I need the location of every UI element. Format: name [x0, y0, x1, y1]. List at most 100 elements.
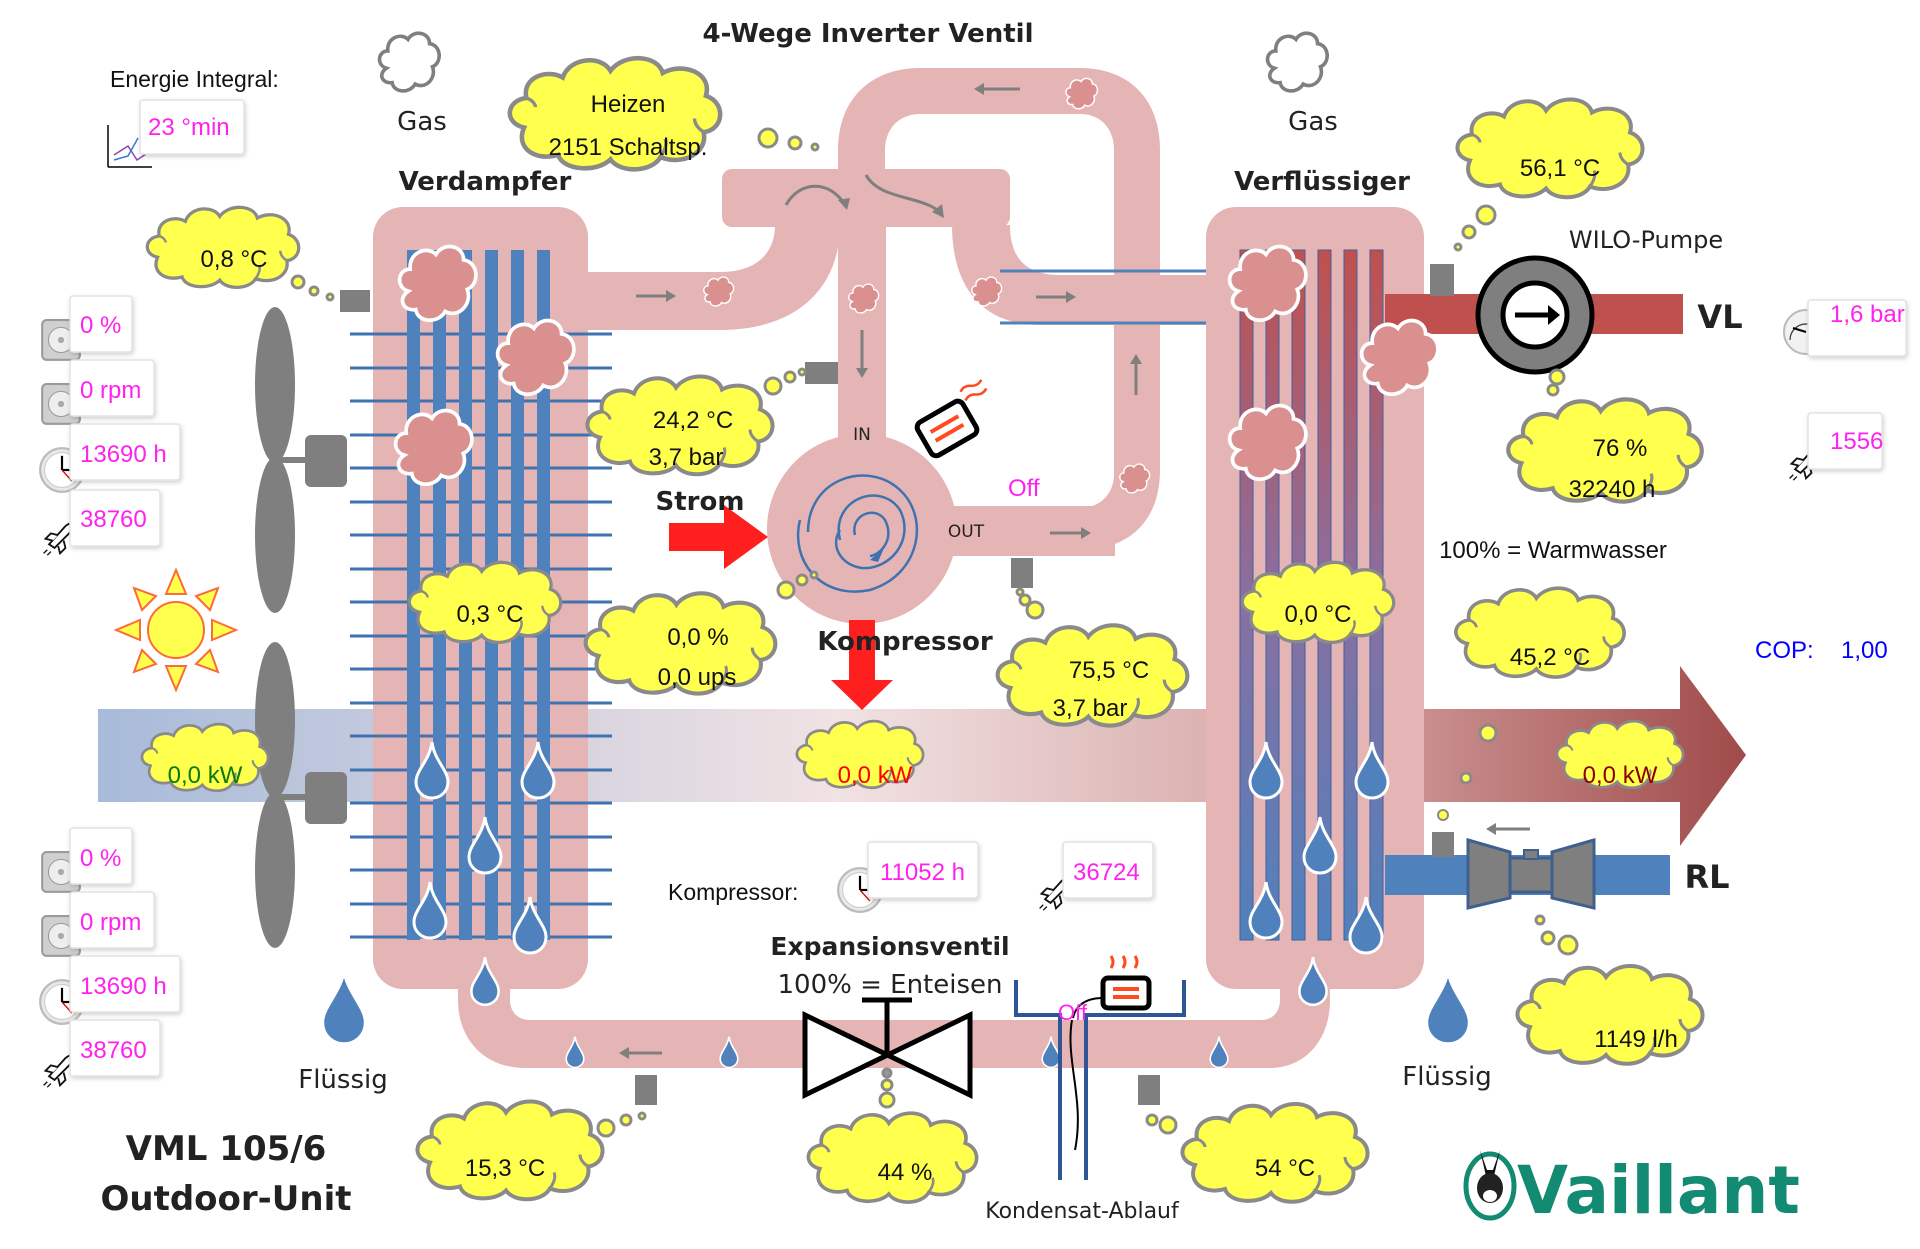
cop-label: COP:	[1755, 637, 1814, 664]
four-way-valve-label: 4-Wege Inverter Ventil	[702, 19, 1033, 49]
energy-integral-value: 23 °min	[148, 114, 230, 141]
energy-integral-widget[interactable]: 23 °min	[107, 99, 245, 168]
compressor-inlet-pressure-value: 3,7 bar	[649, 444, 724, 471]
pump-hours-value: 32240 h	[1569, 476, 1656, 503]
fan2-hours-value: 13690 h	[80, 973, 167, 1000]
unit-title: Outdoor-Unit	[100, 1179, 351, 1219]
crankcase-heater-icon	[914, 379, 988, 459]
cloud-eev	[806, 1067, 979, 1204]
gas-label-left: Gas	[397, 107, 447, 137]
compressor-down-arrow	[831, 620, 893, 710]
cloud-mode	[510, 58, 820, 169]
pump-power-value: 76 %	[1593, 435, 1648, 462]
mode-value: Heizen	[591, 91, 666, 118]
fan2-starts-widget[interactable]: 38760	[42, 1019, 161, 1089]
flow-temp-value: 56,1 °C	[1520, 155, 1600, 182]
cloud-compressor-outlet	[998, 587, 1188, 726]
condenser-temp-value: 0,0 °C	[1285, 601, 1352, 628]
condensate-label: Kondensat-Ablauf	[985, 1199, 1180, 1224]
crankcase-heater-status: Off	[1008, 475, 1040, 502]
condenser-label: Verflüssiger	[1234, 167, 1410, 197]
liquid-label-right: Flüssig	[1402, 1062, 1491, 1092]
pump-label: WILO-Pumpe	[1569, 226, 1723, 254]
gas-cloud-left-icon	[380, 33, 440, 91]
temperature-sensors	[340, 290, 1160, 1105]
cloud-pump	[1508, 368, 1701, 502]
fan-upper-icon	[255, 307, 347, 613]
fan1-starts-widget[interactable]: 38760	[42, 489, 161, 557]
evaporator-label: Verdampfer	[399, 167, 572, 197]
compressor-outlet-pressure-value: 3,7 bar	[1053, 695, 1128, 722]
compressor-starts-value: 36724	[1073, 859, 1140, 886]
expansion-valve-label: Expansionsventil	[770, 932, 1009, 961]
fan2-percent-value: 0 %	[80, 845, 121, 872]
model-title: VML 105/6	[126, 1129, 327, 1169]
fan1-starts-value: 38760	[80, 506, 147, 533]
gas-cloud-right-icon	[1268, 33, 1328, 91]
power-label: Strom	[656, 487, 745, 517]
cloud-compressor-inlet	[587, 367, 807, 474]
vaillant-logo: Vaillant	[1463, 1150, 1800, 1229]
flow-arrows	[619, 83, 1142, 1059]
switch-count-value: 2151 Schaltsp.	[549, 134, 708, 161]
env-power-value: 0,0 kW	[168, 762, 243, 789]
cloud-outdoor-temp	[147, 207, 335, 302]
cloud-condenser-outlet	[1145, 1104, 1368, 1202]
fan2-hours-widget[interactable]: 13690 h	[39, 955, 181, 1025]
cop-value: 1,00	[1841, 637, 1888, 664]
fan1-percent-widget[interactable]: 0 %	[41, 295, 133, 361]
gas-label-right: Gas	[1288, 107, 1338, 137]
evaporator-temp-value: 0,3 °C	[457, 601, 524, 628]
cloud-flow-temp	[1453, 99, 1643, 252]
fan2-percent-widget[interactable]: 0 %	[41, 827, 133, 893]
sun-icon	[113, 567, 239, 693]
pump-starts-value: 1556	[1830, 428, 1883, 455]
hare-icon	[1477, 1150, 1503, 1203]
cloud-compressor-speed	[586, 570, 819, 694]
expansion-valve-icon[interactable]	[802, 997, 973, 1099]
water-pressure-widget[interactable]: 1,6 bar	[1783, 299, 1907, 357]
liquid-label-left: Flüssig	[298, 1065, 387, 1095]
compressor-in-label: IN	[853, 425, 871, 445]
flow-label: VL	[1697, 298, 1742, 336]
compressor-speed-ups-value: 0,0 ups	[658, 664, 737, 691]
compressor-hours-widget[interactable]: 11052 h	[837, 841, 979, 913]
compressor-out-label: OUT	[948, 522, 985, 542]
power-arrow	[669, 505, 768, 569]
fan1-hours-widget[interactable]: 13690 h	[39, 423, 181, 493]
dhw-note: 100% = Warmwasser	[1439, 537, 1667, 564]
water-pressure-value: 1,6 bar	[1830, 301, 1905, 328]
fan2-starts-value: 38760	[80, 1037, 147, 1064]
chart-icon	[107, 125, 152, 168]
flow-meter-icon[interactable]	[1466, 838, 1596, 910]
cloud-liquid-temp	[417, 1101, 647, 1199]
fan2-rpm-widget[interactable]: 0 rpm	[41, 891, 155, 957]
expansion-valve-note: 100% = Enteisen	[778, 970, 1003, 1000]
compressor-inlet-temp-value: 24,2 °C	[653, 407, 733, 434]
compressor-stats-label: Kompressor:	[668, 879, 798, 905]
electric-power-value: 0,0 kW	[838, 762, 913, 789]
return-label: RL	[1684, 858, 1729, 896]
cloud-water-flow	[1517, 914, 1702, 1064]
fan2-rpm-value: 0 rpm	[80, 909, 141, 936]
outdoor-temp-value: 0,8 °C	[201, 246, 268, 273]
water-flow-display: 1149 l/h	[1594, 1026, 1678, 1053]
compressor-outlet-temp-value: 75,5 °C	[1069, 657, 1149, 684]
fan1-percent-value: 0 %	[80, 312, 121, 339]
energy-integral-label: Energie Integral:	[110, 66, 279, 92]
wilo-pump-icon[interactable]	[1475, 255, 1595, 375]
condenser-outlet-temp-value: 54 °C	[1255, 1155, 1315, 1182]
fan1-rpm-value: 0 rpm	[80, 377, 141, 404]
compressor-label: Kompressor	[817, 627, 993, 657]
cloud-return-temp	[1453, 586, 1627, 785]
fan1-hours-value: 13690 h	[80, 441, 167, 468]
condensate-heater-status: Off	[1058, 1000, 1088, 1025]
compressor-starts-widget[interactable]: 36724	[1038, 841, 1154, 912]
eev-value: 44 %	[878, 1159, 933, 1186]
liquid-temp-value: 15,3 °C	[465, 1155, 545, 1182]
fan1-rpm-widget[interactable]: 0 rpm	[41, 359, 155, 425]
pump-starts-widget[interactable]: 1556	[1788, 412, 1884, 482]
compressor-hours-value: 11052 h	[880, 859, 965, 886]
compressor-speed-pct-value: 0,0 %	[667, 624, 728, 651]
